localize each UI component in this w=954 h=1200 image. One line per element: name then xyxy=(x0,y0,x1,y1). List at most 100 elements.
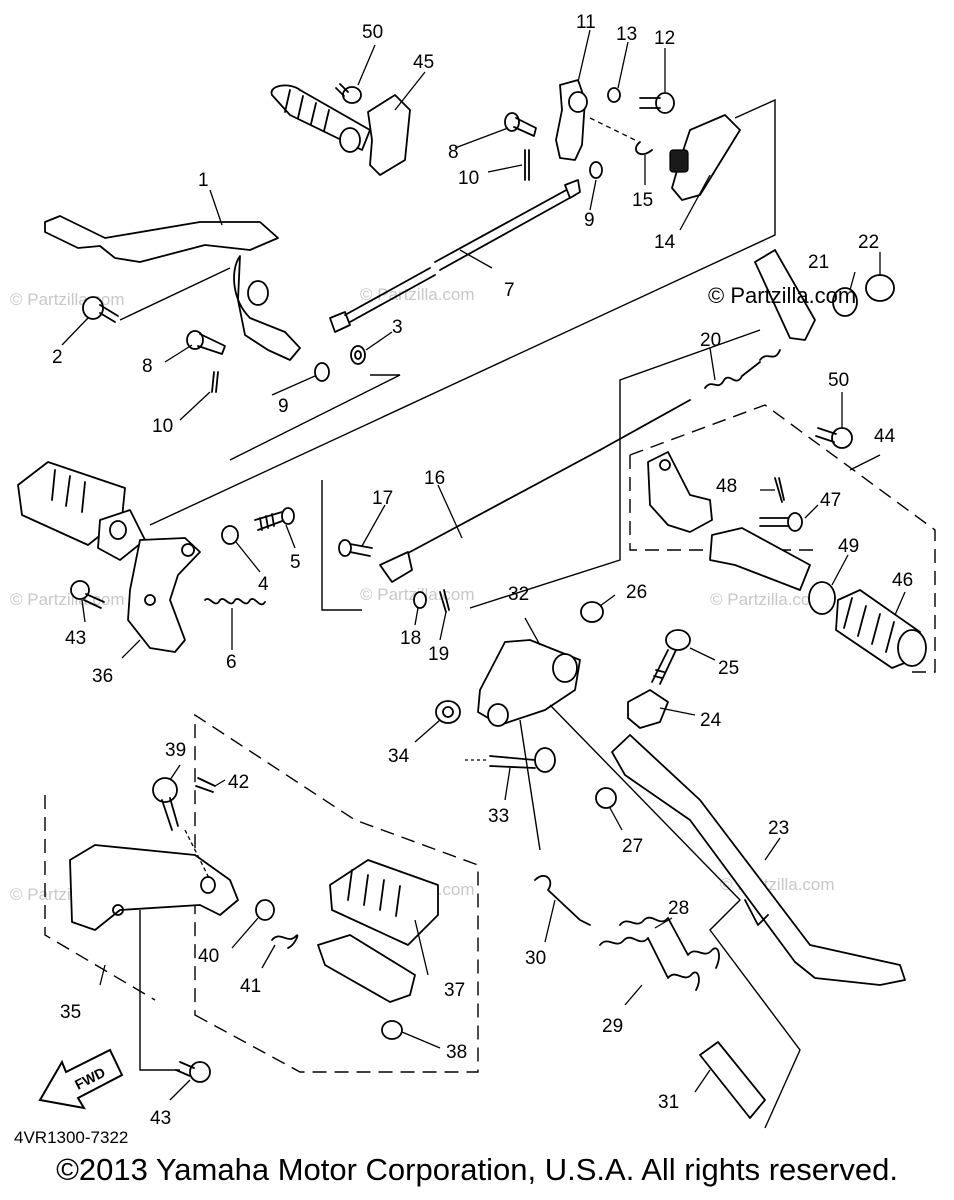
callout-30: 30 xyxy=(525,948,546,969)
callout-47: 47 xyxy=(820,490,841,511)
bolt-43-lower xyxy=(175,1061,211,1083)
bolt-25 xyxy=(651,629,691,685)
cotter-pin-10-lower xyxy=(211,371,219,393)
peg-shaft xyxy=(709,527,811,591)
brake-pedal xyxy=(44,215,279,263)
callout-15: 15 xyxy=(632,190,653,211)
callout-25: 25 xyxy=(718,658,739,679)
callout-50: 50 xyxy=(828,370,849,391)
callout-9: 9 xyxy=(278,396,289,417)
spring-41 xyxy=(271,934,299,949)
callout-22: 22 xyxy=(858,232,879,253)
shift-rod-7 xyxy=(329,179,581,333)
collar-21 xyxy=(832,287,858,317)
group-outline xyxy=(229,374,401,461)
callout-40: 40 xyxy=(198,946,219,967)
spring-6 xyxy=(204,598,266,606)
callout-4: 4 xyxy=(258,574,269,595)
guide-line xyxy=(549,704,801,1129)
shift-arm-hub xyxy=(568,91,588,113)
guide-line xyxy=(139,910,180,1071)
callout-17: 17 xyxy=(372,488,393,509)
callout-46: 46 xyxy=(892,570,913,591)
clip-15 xyxy=(635,141,653,155)
callout-10: 10 xyxy=(152,416,173,437)
bolt-50-upper xyxy=(335,83,362,104)
cotter-pin-42 xyxy=(195,777,216,793)
pin-47 xyxy=(759,512,803,532)
brake-shift-assembly xyxy=(17,79,776,653)
cotter-pin-10-upper xyxy=(524,149,530,181)
cable-assembly xyxy=(321,249,895,613)
washer-49 xyxy=(808,581,836,615)
bolt-50-lower xyxy=(815,427,853,449)
bolt-5 xyxy=(254,507,295,531)
callout-13: 13 xyxy=(616,24,637,45)
callout-49: 49 xyxy=(838,536,859,557)
callout-37: 37 xyxy=(444,980,465,1001)
watermark: © Partzilla.com xyxy=(10,590,125,609)
drawing-code: 4VR1300-7322 xyxy=(14,1128,129,1147)
spring-28 xyxy=(619,916,720,969)
callout-32: 32 xyxy=(508,584,529,605)
cable-thread xyxy=(599,399,691,451)
callout-24: 24 xyxy=(700,710,722,731)
footpeg-front-left xyxy=(17,461,146,561)
bolt-43-upper xyxy=(70,580,105,609)
group-outline xyxy=(119,267,231,321)
callout-28: 28 xyxy=(668,898,689,919)
callout-8: 8 xyxy=(142,356,153,377)
sidestand-assembly xyxy=(435,601,906,1129)
pin-8-upper xyxy=(504,112,537,137)
watermark: © Partzilla.com xyxy=(360,285,475,304)
bracket-44 xyxy=(647,451,713,533)
callout-6: 6 xyxy=(226,652,237,673)
callout-31: 31 xyxy=(658,1092,679,1113)
callout-1: 1 xyxy=(198,170,209,191)
callout-43: 43 xyxy=(150,1108,171,1129)
callout-8: 8 xyxy=(448,142,459,163)
callout-11: 11 xyxy=(576,12,596,33)
collar-26 xyxy=(580,601,604,623)
rider-footpeg-45 xyxy=(270,84,411,176)
bolt-33 xyxy=(489,747,556,773)
cable-16 xyxy=(394,449,601,561)
callout-50: 50 xyxy=(362,22,383,43)
washer-9-lower xyxy=(314,362,330,382)
callout-29: 29 xyxy=(602,1016,623,1037)
callout-14: 14 xyxy=(654,232,676,253)
spring-29 xyxy=(599,936,700,991)
spring-20 xyxy=(704,349,781,389)
callout-26: 26 xyxy=(626,582,647,603)
pin-17 xyxy=(338,539,373,557)
bolt-12 xyxy=(639,92,675,114)
callout-43: 43 xyxy=(65,628,86,649)
callouts: 1 2 3 4 5 6 7 8 8 9 9 10 10 11 12 13 14 … xyxy=(52,12,913,1129)
callout-9: 9 xyxy=(584,210,595,231)
partzilla-label: © Partzilla.com xyxy=(708,283,857,308)
watermark: © Partzilla.com xyxy=(10,290,125,309)
callout-5: 5 xyxy=(290,552,301,573)
shift-shaft-spline xyxy=(669,149,689,173)
pin-39 xyxy=(152,777,179,831)
cable-clevis xyxy=(379,551,413,583)
washer-9-upper xyxy=(589,161,603,179)
callout-19: 19 xyxy=(428,644,449,665)
alignment-line xyxy=(589,117,636,141)
rubber-31 xyxy=(699,1041,766,1119)
callout-33: 33 xyxy=(488,806,509,827)
callout-38: 38 xyxy=(446,1042,467,1063)
group-35-outline xyxy=(44,713,479,1073)
brake-pedal-pivot xyxy=(247,280,269,306)
bracket-35 xyxy=(69,844,239,931)
callout-34: 34 xyxy=(388,746,410,767)
bracket-24 xyxy=(627,689,669,729)
sidestand-23 xyxy=(611,734,906,986)
group-outline xyxy=(149,98,776,526)
footpeg-37 xyxy=(317,859,439,1003)
fwd-arrow-icon: FWD xyxy=(38,1048,124,1110)
spring-30 xyxy=(534,875,591,926)
callout-18: 18 xyxy=(400,628,421,649)
bolt-2 xyxy=(82,296,119,323)
callout-41: 41 xyxy=(240,976,261,997)
